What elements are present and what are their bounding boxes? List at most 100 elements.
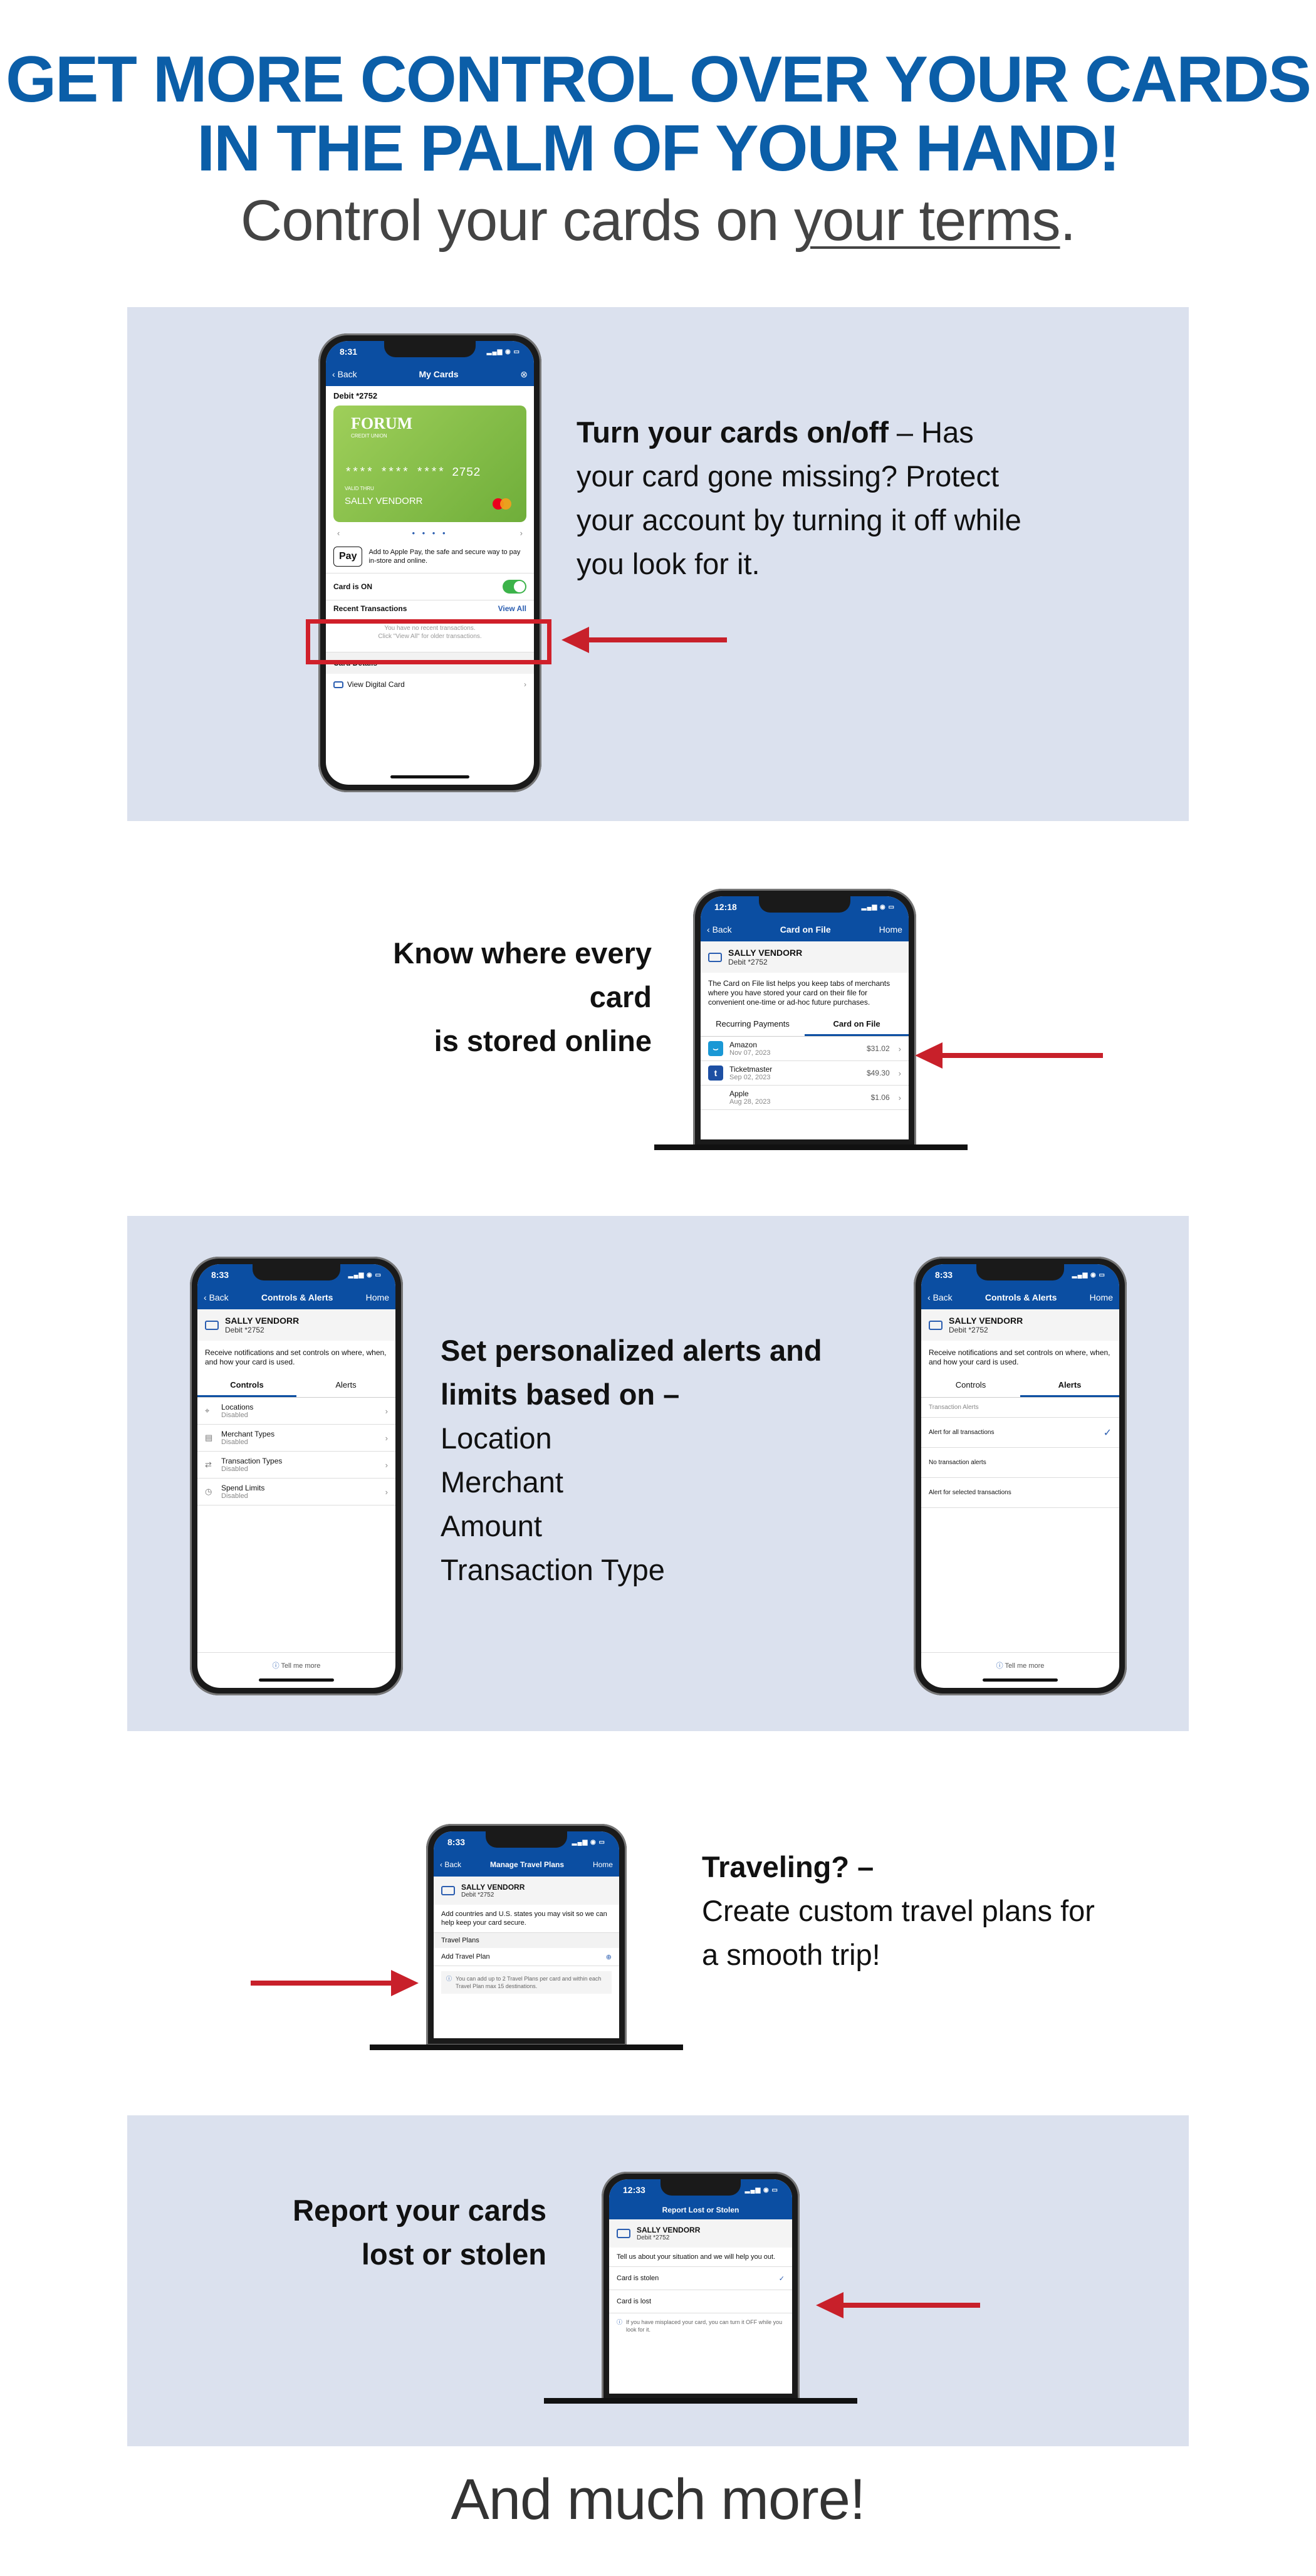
tab-recurring-payments[interactable]: Recurring Payments [716, 1019, 790, 1029]
close-icon[interactable]: ⊗ [520, 369, 528, 379]
checkmark-icon: ✓ [1103, 1428, 1112, 1438]
nav-title: Report Lost or Stolen [662, 2206, 739, 2214]
back-button[interactable]: ‹ Back [440, 1860, 462, 1869]
back-button[interactable]: ‹ Back [927, 1292, 953, 1302]
alert-option[interactable]: Alert for all transactions✓ [921, 1417, 1119, 1448]
arrow-left-icon [915, 1042, 1103, 1069]
user-name: SALLY VENDORR [728, 948, 803, 958]
alert-option[interactable]: No transaction alerts [921, 1448, 1119, 1478]
chevron-right-icon[interactable]: › [520, 528, 523, 538]
alert-option-label: No transaction alerts [929, 1459, 986, 1466]
back-label: Back [337, 369, 357, 379]
view-all-link[interactable]: View All [498, 604, 526, 613]
user-account: Debit *2752 [637, 2234, 670, 2241]
caption-item: Merchant [441, 1465, 563, 1499]
option-card-stolen[interactable]: Card is stolen✓ [609, 2266, 792, 2290]
back-button[interactable]: ‹ Back [204, 1292, 229, 1302]
card-toggle-label: Card is ON [333, 582, 373, 591]
control-item-label: Merchant Types [221, 1430, 275, 1438]
control-item-icon: ▤ [205, 1433, 213, 1442]
info-icon: ⓘ [446, 1976, 452, 1982]
user-name: SALLY VENDORR [637, 2226, 701, 2234]
card-valid: VALID THRU [345, 486, 374, 491]
caption-alerts-limits: Set personalized alerts and limits based… [441, 1329, 879, 1592]
caption-line1: Know where every card [393, 936, 652, 1013]
control-item-icon: ⌖ [205, 1406, 210, 1415]
view-digital-card-label: View Digital Card [347, 680, 405, 689]
card-icon [333, 681, 343, 689]
tell-me-more[interactable]: ⓘ Tell me more [197, 1652, 395, 1670]
phone-notch [384, 341, 476, 357]
phone-notch [758, 896, 851, 913]
debit-card-image[interactable]: FORUM CREDIT UNION **** **** **** 2752 V… [333, 406, 526, 522]
recent-title: Recent Transactions [333, 604, 407, 613]
chevron-right-icon: › [898, 1092, 901, 1102]
screen-report-lost: 12:33▂▄▆ ◉ ▭ Report Lost or Stolen SALLY… [609, 2179, 792, 2394]
status-time: 8:33 [935, 1270, 953, 1280]
alert-option[interactable]: Alert for selected transactions [921, 1478, 1119, 1508]
home-indicator [982, 1678, 1058, 1682]
back-button[interactable]: ‹ Back [707, 924, 732, 935]
plus-circle-icon[interactable]: ⊕ [605, 1954, 612, 1961]
back-label: Back [932, 1292, 953, 1302]
home-button[interactable]: Home [592, 1860, 613, 1869]
caption-item: Transaction Type [441, 1553, 665, 1586]
subheadline-text: Control your cards on [240, 189, 794, 253]
mastercard-icon [493, 498, 511, 510]
recent-header: Recent Transactions View All [326, 600, 534, 617]
home-button[interactable]: Home [1089, 1292, 1113, 1302]
description: Tell us about your situation and we will… [617, 2253, 776, 2261]
tab-alerts[interactable]: Alerts [1020, 1374, 1119, 1397]
back-label: Back [209, 1292, 229, 1302]
card-toggle-switch[interactable] [503, 580, 526, 594]
view-digital-card-row[interactable]: View Digital Card › [326, 674, 534, 695]
phone-notch [485, 1831, 568, 1848]
home-button[interactable]: Home [879, 924, 902, 935]
nav-title: Card on File [780, 924, 831, 935]
add-travel-plan-label: Add Travel Plan [441, 1953, 490, 1961]
add-travel-plan-row[interactable]: Add Travel Plan ⊕ [434, 1948, 619, 1966]
tell-me-more[interactable]: ⓘ Tell me more [921, 1652, 1119, 1670]
option-card-lost[interactable]: Card is lost [609, 2290, 792, 2313]
home-button[interactable]: Home [365, 1292, 389, 1302]
subheadline-period: . [1060, 189, 1077, 253]
chevron-right-icon: › [524, 680, 526, 689]
chevron-left-icon[interactable]: ‹ [337, 528, 340, 538]
alerts-section-title: Transaction Alerts [929, 1404, 979, 1411]
apple-pay-badge[interactable]: Pay [333, 547, 363, 567]
tab-controls[interactable]: Controls [955, 1380, 986, 1390]
recent-empty-line1: You have no recent transactions. [384, 625, 476, 632]
caption-title: Traveling? – [702, 1850, 874, 1883]
home-indicator [258, 1678, 335, 1682]
nav-bar: ‹ Back Card on File Home [701, 918, 909, 941]
control-item-label: Locations [221, 1403, 254, 1411]
apple-pay-row[interactable]: Pay Add to Apple Pay, the safe and secur… [326, 544, 534, 573]
alert-options: Alert for all transactions✓ No transactio… [921, 1417, 1119, 1508]
option-card-stolen-label: Card is stolen [617, 2275, 659, 2282]
tab-card-on-file[interactable]: Card on File [805, 1013, 909, 1036]
status-icons: ▂▄▆ ◉ ▭ [744, 2186, 778, 2194]
tab-controls[interactable]: Controls [197, 1374, 296, 1397]
status-icons: ▂▄▆ ◉ ▭ [348, 1271, 382, 1279]
card-pager[interactable]: ‹• • • •› [326, 522, 534, 544]
toggle-highlight-box [306, 619, 551, 664]
tab-alerts[interactable]: Alerts [335, 1380, 357, 1390]
apple-pay-text: Add to Apple Pay, the safe and secure wa… [368, 548, 521, 565]
back-button[interactable]: ‹ Back [332, 369, 357, 379]
